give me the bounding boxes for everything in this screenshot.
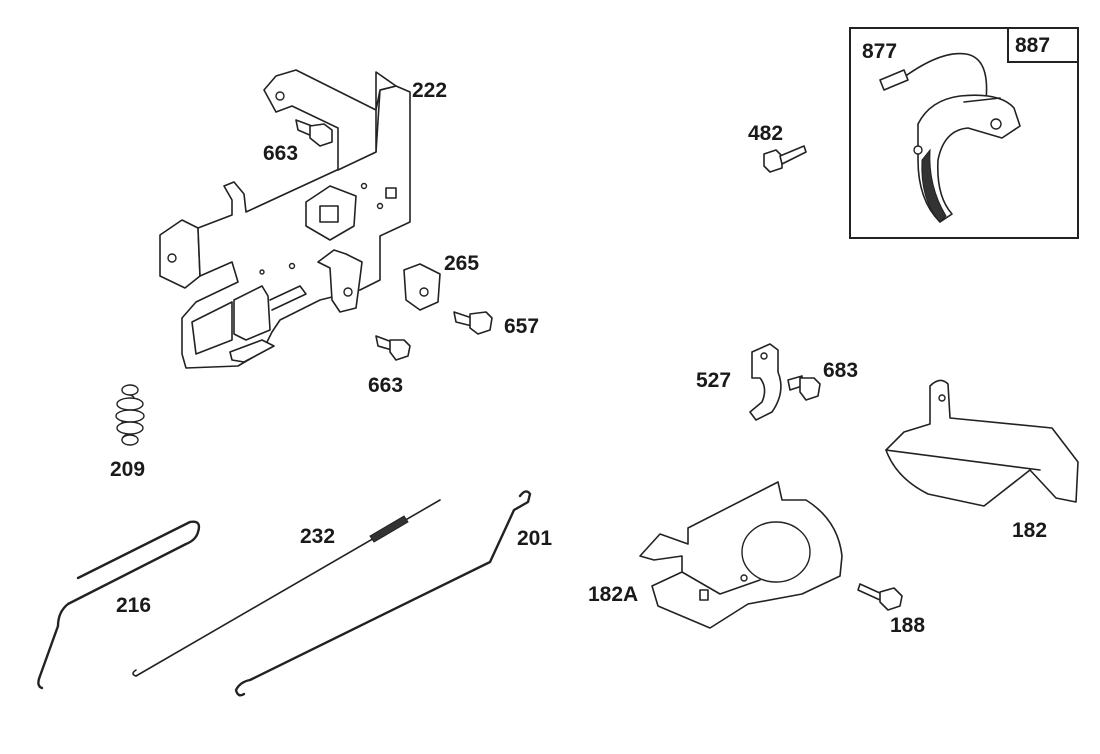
clip-265 [403,263,441,311]
label-663-upper: 663 [263,142,298,165]
label-216: 216 [116,594,151,617]
label-657: 657 [504,315,539,338]
label-188: 188 [890,614,925,637]
label-201: 201 [517,527,552,550]
inset-box-887 [849,27,1079,239]
label-182: 182 [1012,519,1047,542]
rod-201 [234,490,532,697]
bolt-683 [787,375,821,401]
control-bracket-222 [159,69,411,369]
bracket-182a [639,481,843,629]
label-209: 209 [110,458,145,481]
label-663-lower: 663 [368,374,403,397]
label-182a: 182A [588,583,638,606]
bolt-657 [453,311,493,335]
clamp-527 [749,343,782,421]
bolt-482 [763,145,807,173]
bolt-188 [857,583,903,611]
label-887: 887 [1015,34,1050,57]
wire-232 [132,499,441,677]
bolt-663-lower [375,335,411,361]
label-877: 877 [862,40,897,63]
shield-182 [885,379,1079,507]
label-222: 222 [412,79,447,102]
label-683: 683 [823,359,858,382]
bolt-663-upper [295,119,333,147]
label-482: 482 [748,122,783,145]
label-527: 527 [696,369,731,392]
label-232: 232 [300,525,335,548]
spring-209 [115,384,145,446]
label-265: 265 [444,252,479,275]
rod-216 [37,520,201,690]
